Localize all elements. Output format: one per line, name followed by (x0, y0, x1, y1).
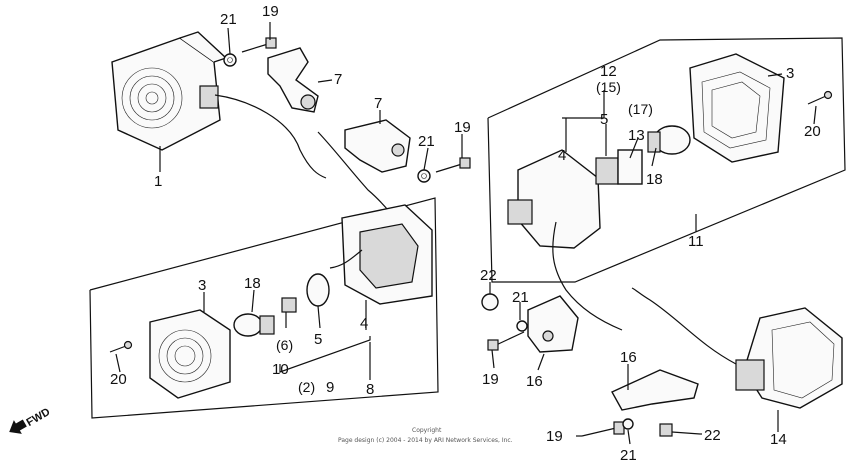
callout-21b: 21 (418, 133, 435, 150)
screw-20-upper (807, 90, 833, 105)
turn-signal-lens-14 (631, 287, 843, 409)
callout-18b: 18 (646, 171, 663, 188)
bracket-16-middle (527, 295, 579, 353)
callout-2: (2) (298, 379, 315, 395)
callout-4a: 4 (360, 315, 368, 332)
nut-21-mid (417, 169, 431, 183)
socket-6 (281, 297, 297, 313)
callout-20a: 20 (110, 371, 127, 388)
callout-21c: 21 (512, 289, 529, 306)
screw-22-bottom (659, 423, 701, 437)
callout-11: 11 (688, 233, 704, 250)
lens-3-upper (689, 53, 785, 163)
nut-21-top (223, 53, 237, 67)
callout-22a: 22 (480, 267, 497, 284)
callout-17: (17) (628, 101, 653, 117)
callout-14: 14 (770, 431, 787, 448)
nut-21-bottom (622, 418, 634, 430)
screw-20-lower (109, 340, 133, 353)
copyright-line-1: Copyright (412, 427, 442, 434)
nut-22-mid (481, 293, 499, 311)
callout-19c: 19 (482, 371, 499, 388)
callout-12: 12 (600, 63, 617, 80)
screw-19-lower-mid (487, 331, 525, 351)
housing-4-lower (329, 204, 433, 305)
callout-6: (6) (276, 337, 293, 353)
gasket-5-lower (306, 273, 330, 307)
callout-5a: 5 (314, 331, 322, 348)
callout-21a: 21 (220, 11, 237, 28)
callout-3a: 3 (198, 277, 206, 294)
callout-16a: 16 (526, 373, 543, 390)
callout-5b: 5 (600, 111, 608, 128)
callout-15: (15) (596, 79, 621, 95)
rear-right-assembly-frame (89, 197, 439, 419)
bracket-16-lower (611, 369, 699, 411)
socket-13 (595, 149, 643, 185)
callout-21d: 21 (620, 447, 637, 464)
lens-3-lower (149, 309, 231, 399)
copyright-line-2: Page design (c) 2004 - 2014 by ARI Netwo… (338, 437, 513, 444)
turn-signal-lens-1 (111, 31, 327, 179)
callout-7b: 7 (374, 95, 382, 112)
housing-4-upper (507, 149, 623, 331)
screw-19-mid (435, 157, 471, 173)
bulb-18-upper (647, 125, 691, 155)
front-right-assembly-frame (487, 37, 846, 283)
nut-21-lower-mid (516, 320, 528, 332)
callout-7a: 7 (334, 71, 342, 88)
fwd-label: FWD (25, 406, 53, 429)
callout-3b: 3 (786, 65, 794, 82)
callout-1: 1 (154, 173, 162, 190)
leader-lines (115, 22, 817, 445)
fwd-arrow-icon: FWD (9, 406, 53, 434)
callout-19d: 19 (546, 428, 563, 445)
screw-19-bottom (581, 421, 625, 437)
callout-10: 10 (272, 361, 289, 378)
callout-16b: 16 (620, 349, 637, 366)
callout-4b: 4 (558, 147, 566, 164)
bracket-7-lower (344, 119, 411, 173)
callout-19a: 19 (262, 3, 279, 20)
callout-20b: 20 (804, 123, 821, 140)
callout-19b: 19 (454, 119, 471, 136)
bulb-18-lower (233, 313, 275, 337)
screw-19-top (241, 37, 277, 53)
callout-13: 13 (628, 127, 645, 144)
callout-22b: 22 (704, 427, 721, 444)
bracket-7-upper (267, 47, 319, 113)
callout-18a: 18 (244, 275, 261, 292)
callout-8: 8 (366, 381, 374, 398)
callout-9: 9 (326, 379, 334, 396)
